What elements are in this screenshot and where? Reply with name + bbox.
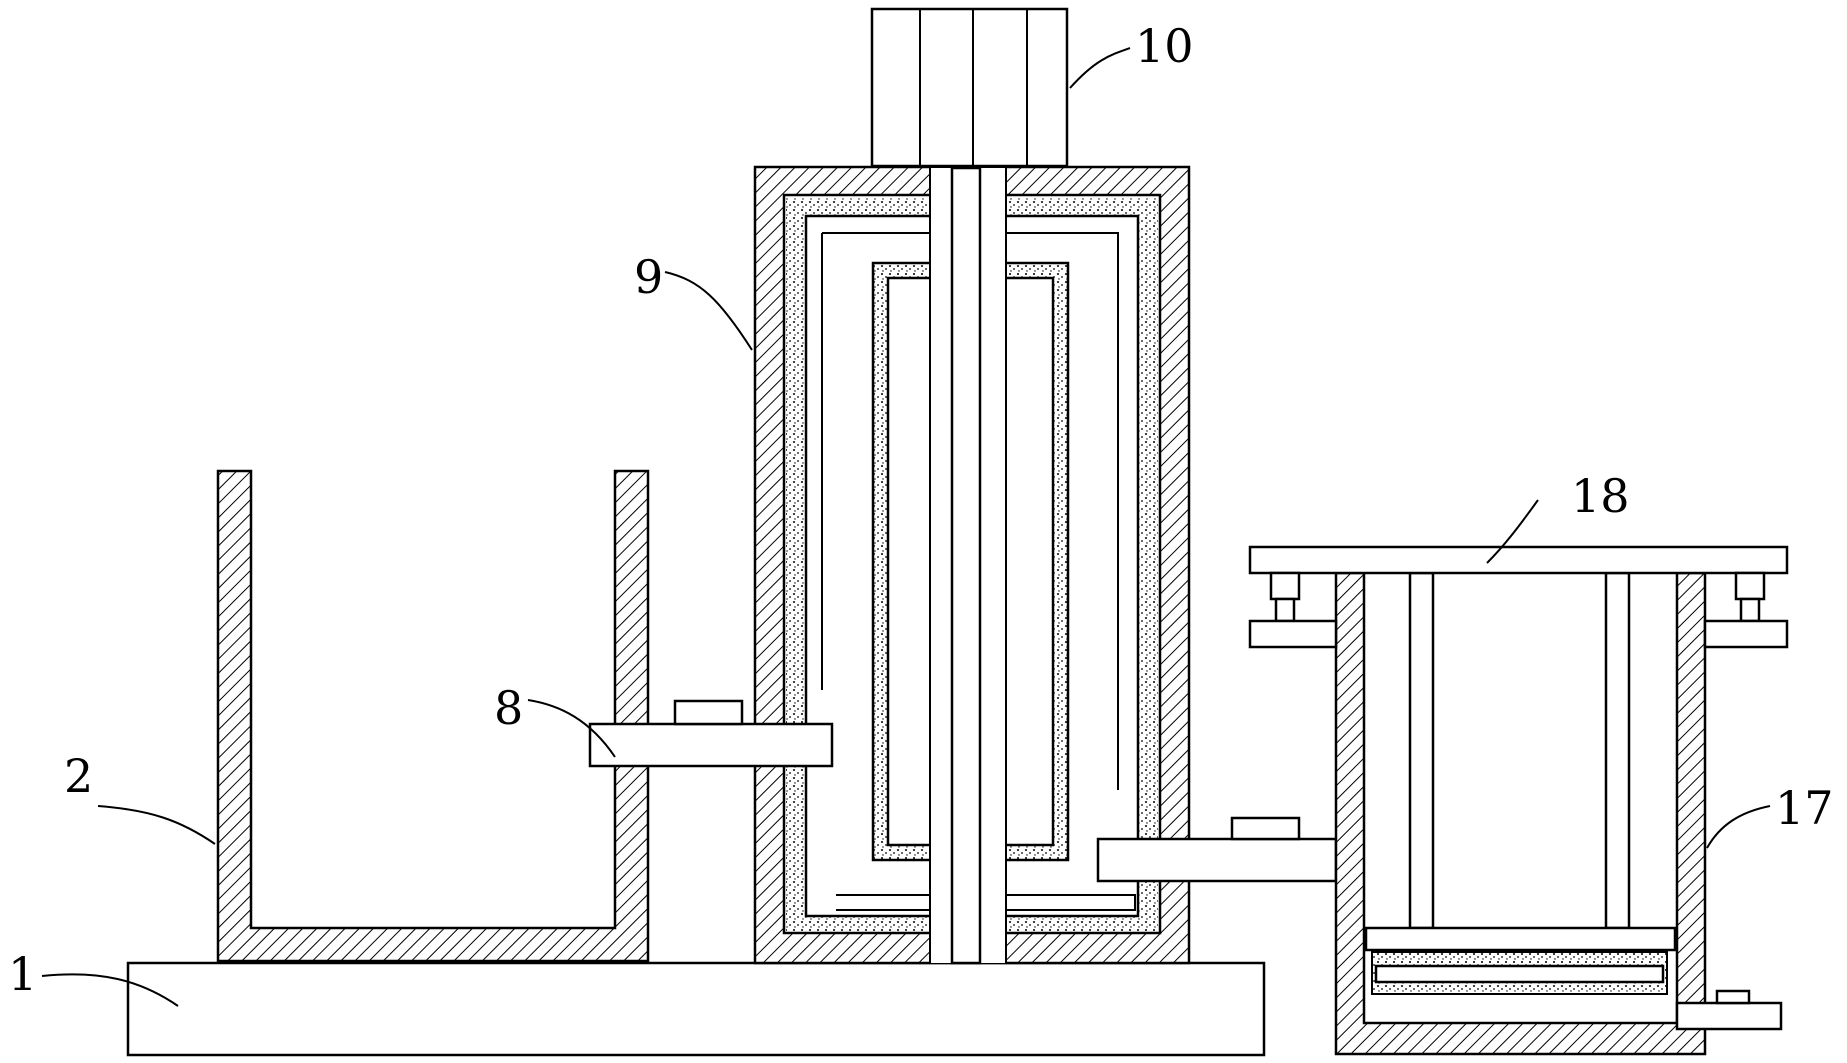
feed-pipe bbox=[588, 699, 834, 768]
motor-block bbox=[870, 7, 1069, 168]
label-17: 17 bbox=[1775, 781, 1834, 835]
outlet-pipe bbox=[1096, 816, 1338, 883]
collector-box bbox=[1334, 571, 1783, 1056]
label-2: 2 bbox=[64, 749, 93, 803]
label-8: 8 bbox=[494, 681, 523, 735]
top-plate bbox=[1248, 545, 1789, 649]
central-shaft bbox=[929, 166, 1007, 965]
label-18: 18 bbox=[1571, 469, 1630, 523]
label-1: 1 bbox=[8, 947, 37, 1001]
leader-lines bbox=[41, 47, 1771, 1007]
label-10: 10 bbox=[1135, 19, 1194, 73]
base-plate bbox=[126, 961, 1266, 1057]
label-9: 9 bbox=[634, 250, 663, 304]
left-tank bbox=[216, 469, 650, 963]
